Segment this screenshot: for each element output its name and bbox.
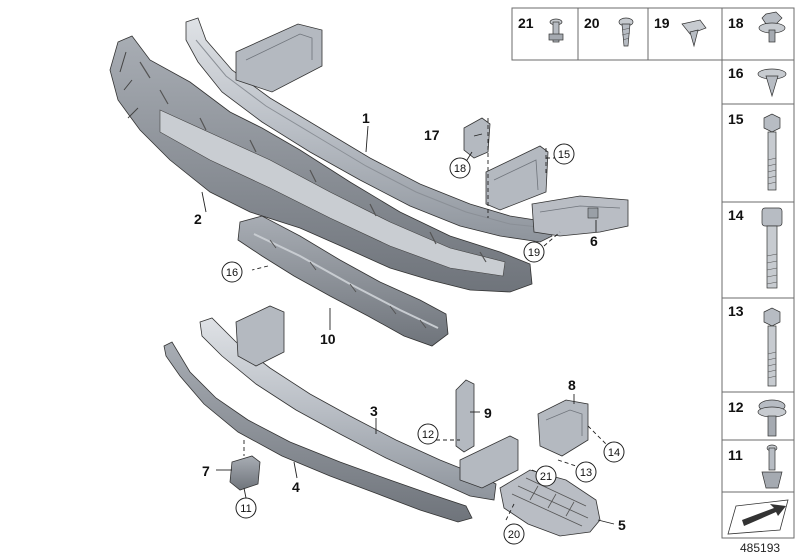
callout-8: 8: [568, 377, 576, 393]
circled-callout-11: 11: [235, 497, 257, 519]
fastener-18-icon: [758, 11, 786, 43]
legend-label-11: 11: [728, 447, 743, 463]
part-9-bracket[interactable]: [455, 379, 475, 453]
circled-callout-12: 12: [417, 423, 439, 445]
document-number: 485193: [740, 541, 780, 555]
callout-2: 2: [194, 211, 202, 227]
callout-labels: 1 2 3 4 5 6 7 8 9 10 17: [194, 110, 626, 533]
legend-label-14: 14: [728, 207, 744, 223]
part-2-energy-absorber[interactable]: [109, 35, 533, 293]
callout-1: 1: [362, 110, 370, 126]
callout-4: 4: [292, 479, 300, 495]
callout-5: 5: [618, 517, 626, 533]
circled-callout-13: 13: [575, 461, 597, 483]
svg-text:14: 14: [608, 447, 620, 459]
arrow-icon: [727, 499, 789, 535]
fastener-14-icon: [761, 207, 783, 289]
svg-text:15: 15: [558, 149, 570, 161]
part-6-side-bracket[interactable]: [531, 195, 629, 237]
part-17-small-bracket[interactable]: [463, 117, 491, 159]
fastener-11-icon: [761, 444, 783, 489]
legend-label-20: 20: [584, 15, 600, 31]
callout-10: 10: [320, 331, 336, 347]
callout-17: 17: [424, 127, 440, 143]
part-10-absorber-insert[interactable]: [237, 215, 449, 347]
legend-label-19: 19: [654, 15, 670, 31]
legend-label-18: 18: [728, 15, 744, 31]
svg-text:20: 20: [508, 529, 520, 541]
dashed-assembly-lines: [243, 118, 609, 521]
svg-text:19: 19: [528, 247, 540, 259]
circled-callout-15: 15: [553, 143, 575, 165]
part-4-lower-trim[interactable]: [163, 341, 473, 523]
fastener-15-icon: [763, 113, 781, 191]
svg-text:11: 11: [240, 503, 251, 515]
svg-text:21: 21: [540, 471, 552, 483]
circled-callout-20: 20: [503, 523, 525, 545]
callout-7: 7: [202, 463, 210, 479]
circled-callout-16: 16: [221, 261, 243, 283]
callout-6: 6: [590, 233, 598, 249]
circled-callout-21: 21: [535, 465, 557, 487]
svg-text:13: 13: [580, 467, 592, 479]
leader-lines: [201, 125, 615, 525]
fastener-16-icon: [757, 68, 787, 98]
legend-label-15: 15: [728, 111, 744, 127]
fastener-21-icon: [548, 18, 564, 43]
svg-text:12: 12: [422, 429, 434, 441]
legend-label-21: 21: [518, 15, 534, 31]
fastener-12-icon: [757, 399, 787, 437]
svg-text:18: 18: [454, 163, 466, 175]
fastener-19-icon: [681, 19, 707, 48]
part-1-bumper-carrier[interactable]: [185, 17, 553, 243]
fastener-13-icon: [763, 307, 781, 387]
legend-label-12: 12: [728, 399, 744, 415]
callout-3: 3: [370, 403, 378, 419]
circled-callouts: 18 15 19 16 12 14 13 21: [221, 143, 625, 545]
circled-callout-18: 18: [449, 157, 471, 179]
fastener-legend: 21 20 19 18 16 15 14 13: [511, 7, 795, 539]
circled-callout-19: 19: [523, 241, 545, 263]
fastener-20-icon: [618, 17, 634, 47]
legend-label-16: 16: [728, 65, 744, 81]
part-8-bracket[interactable]: [537, 399, 589, 457]
callout-9: 9: [484, 405, 492, 421]
legend-label-13: 13: [728, 303, 744, 319]
part-3-lower-carrier[interactable]: [199, 305, 519, 501]
svg-text:16: 16: [226, 267, 238, 279]
part-7-clip[interactable]: [229, 455, 261, 491]
circled-callout-14: 14: [603, 441, 625, 463]
